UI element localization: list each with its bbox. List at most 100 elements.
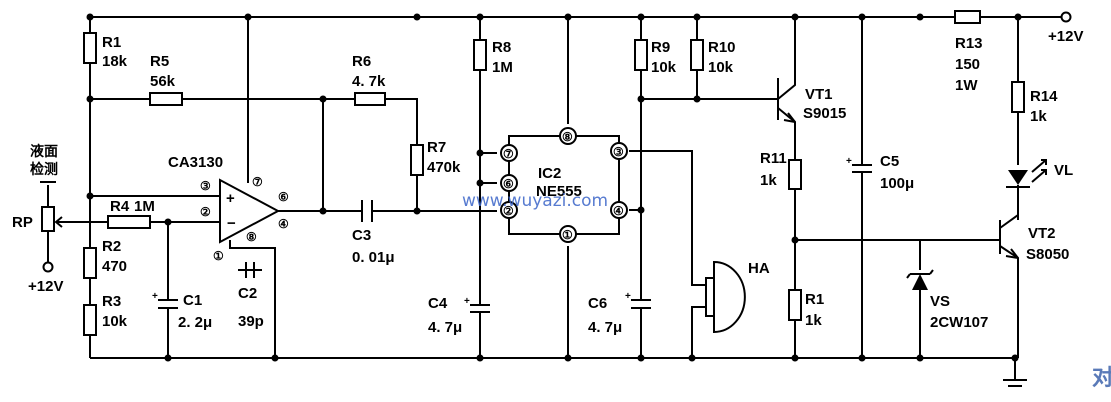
ic2-pin-7: ⑦ [503,147,514,161]
r2-value: 470 [102,258,127,275]
svg-text:+: + [625,291,631,302]
c4-id: C4 [428,295,448,312]
c4-plates [470,304,490,313]
r5-value: 56k [150,73,176,90]
r14-id: R14 [1030,88,1058,105]
wires [47,16,1066,387]
opamp-pin-8: ⑧ [246,230,257,244]
supply-terminal-rp [42,261,54,273]
supply-label-top: +12V [1048,28,1083,45]
c3-id: C3 [352,227,371,244]
c1-value: 2. 2μ [178,314,212,331]
r10-body [690,39,704,71]
svg-text:−: − [227,215,236,232]
c3-value: 0. 01μ [352,249,395,266]
r9-body [634,39,648,71]
r7-id: R7 [427,139,446,156]
r14-body [1011,81,1025,113]
r7-body [410,144,424,176]
vt1-part: S9015 [803,105,846,122]
rp-potentiometer[interactable] [41,206,55,232]
vt1-id: VT1 [805,86,833,103]
r13-rating: 1W [955,77,978,94]
r2-body [83,247,97,279]
rp-label: RP [12,214,33,231]
vs-part: 2CW107 [930,314,988,331]
c3-plates [361,200,373,222]
r13-id: R13 [955,35,983,52]
r3-id: R3 [102,293,121,310]
r1b-value: 1k [805,312,822,329]
r11-value: 1k [760,172,777,189]
r1-value: 18k [102,53,128,70]
c5-value: 100μ [880,175,914,192]
svg-text:+: + [846,156,852,167]
r8-id: R8 [492,39,511,56]
capacitors: + + + + [152,156,872,313]
vt1-transistor [783,112,796,123]
vt2-id: VT2 [1028,225,1056,242]
c6-id: C6 [588,295,607,312]
r1-id: R1 [102,34,121,51]
r5-id: R5 [150,53,169,70]
junctions [86,13,1022,362]
resistor-labels: R1 18k R5 56k R6 4. 7k R8 1M R9 10k R10 … [102,34,1058,330]
c1-plates [158,299,178,309]
semiconductor-labels: VT1 S9015 VT2 S8050 VS 2CW107 VL HA [748,86,1073,331]
c6-value: 4. 7μ [588,319,622,336]
sense-label-line2: 检测 [30,161,58,178]
svg-text:+: + [226,190,235,207]
c5-plates [852,164,872,173]
vs-id: VS [930,293,950,310]
ic2-name: IC2 [538,165,561,182]
r6-id: R6 [352,53,371,70]
vl-led [1006,159,1047,188]
c4-value: 4. 7μ [428,319,462,336]
r6-body [354,92,386,106]
r4-id: R4 [110,198,130,215]
r14-value: 1k [1030,108,1047,125]
r5-body [149,92,183,106]
vl-id: VL [1054,162,1073,179]
c6-plates [631,299,651,309]
r6-value: 4. 7k [352,73,386,90]
r7-value: 470k [427,159,461,176]
svg-text:+: + [464,296,470,307]
supply-label-rp: +12V [28,278,63,295]
corner-mark: 对 [1092,366,1111,391]
r11-body [788,159,802,190]
ic2-pin-2: ② [503,204,514,218]
ic2-pin-3: ③ [613,145,624,159]
supply-terminal-top [1060,11,1072,23]
ha-buzzer [705,260,746,334]
r1b-id: R1 [805,291,824,308]
c5-id: C5 [880,153,899,170]
r11-id: R11 [760,150,787,167]
r13-body [954,10,981,24]
ic2-pin-6: ⑥ [503,177,514,191]
opamp-ca3130: + − [219,178,281,244]
r8-body [473,39,487,71]
r3-value: 10k [102,313,128,330]
opamp-pin-6: ⑥ [278,190,289,204]
ha-id: HA [748,260,770,277]
ic2-pin-1: ① [562,228,573,242]
r1b-body [788,289,802,321]
vt2-transistor [920,239,1019,259]
ic2-pin-circles [500,127,628,243]
r10-id: R10 [708,39,736,56]
r8-value: 1M [492,59,513,76]
opamp-pin-7: ⑦ [252,175,263,189]
opamp-pin-2: ② [200,205,211,219]
ic2-pin-4: ④ [613,204,624,218]
opamp-name: CA3130 [168,154,223,171]
opamp-pin-1: ① [213,249,224,263]
opamp-pin-3: ③ [200,179,211,193]
vs-zener-diode [906,269,934,290]
r13-value: 150 [955,56,980,73]
opamp-pin-4: ④ [278,217,289,231]
r1-body [83,32,97,64]
rp-wiper-arrow [54,216,64,228]
capacitor-labels: C1 2. 2μ C2 39p C3 0. 01μ C4 4. 7μ C6 4.… [178,153,914,336]
